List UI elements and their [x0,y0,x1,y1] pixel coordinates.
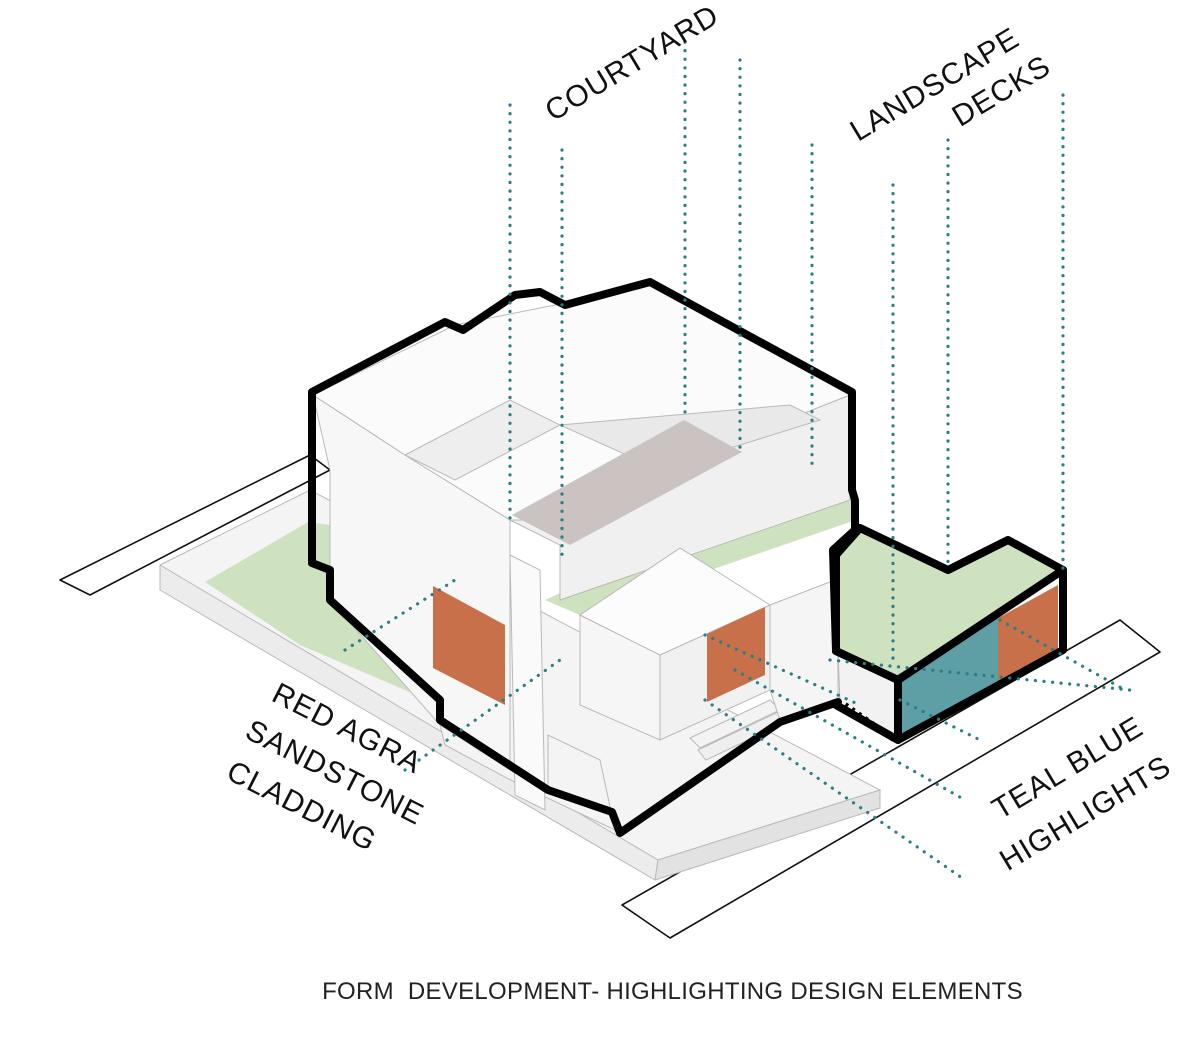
teal-panel [895,618,998,740]
left-lawn [205,522,440,705]
right-annex [769,579,839,721]
building-outline [308,278,1067,837]
annex-outline [832,524,1067,684]
landscape-deck-block [836,530,1060,676]
right-site-strip [621,619,1161,939]
courtyard-void [512,420,742,545]
leader-sandstone-2 [403,658,562,772]
leader-sandstone-5 [703,698,967,882]
label-teal-blue: TEAL BLUE HIGHLIGHTS [987,710,1177,877]
leader-sandstone-4 [733,668,967,802]
leader-sandstone-3 [703,633,862,707]
leader-lines [343,40,1132,882]
label-landscape-decks: LANDSCAPE DECKS [845,21,1057,148]
annex-right-edge [894,566,1067,744]
label-courtyard-text: COURTYARD [540,0,725,128]
teal-dotted-edge [843,702,897,743]
plinth-right [654,789,881,881]
sandstone-panel-left [433,586,505,705]
diagram-caption: FORM DEVELOPMENT- HIGHLIGHTING DESIGN EL… [322,978,1023,1005]
front-column [509,554,546,811]
leader-teal-2 [998,618,1127,692]
label-courtyard: COURTYARD [540,0,725,128]
leader-teal-1 [828,658,1132,692]
